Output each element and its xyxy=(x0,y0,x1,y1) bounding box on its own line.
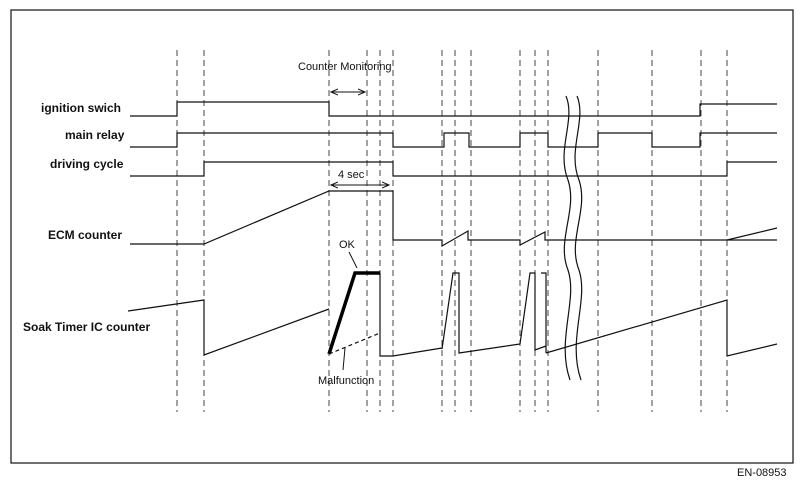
waveform-main-relay xyxy=(130,132,777,148)
waveform-soak-timer-ok xyxy=(327,271,380,355)
label-malfunction: Malfunction xyxy=(318,375,374,387)
waveform-ecm-counter xyxy=(130,190,777,248)
waveform-soak-timer-pulse-3 xyxy=(541,272,547,353)
label-ignition-switch: ignition swich xyxy=(41,101,121,115)
waveform-ecm-counter-rise xyxy=(726,227,778,241)
diagram-border xyxy=(10,9,794,464)
label-ecm-counter: ECM counter xyxy=(48,228,122,242)
figure-code: EN-08953 xyxy=(737,467,787,479)
time-break-symbol xyxy=(563,95,583,381)
waveform-soak-timer-malfunction xyxy=(328,332,381,355)
malfunction-leader xyxy=(342,347,346,371)
waveform-soak-timer-pulse-2 xyxy=(519,272,547,351)
label-main-relay: main relay xyxy=(65,128,125,142)
time-markers xyxy=(176,50,728,412)
label-driving-cycle: driving cycle xyxy=(50,157,124,171)
waveform-soak-timer xyxy=(127,299,330,356)
label-soak-timer: Soak Timer IC counter xyxy=(23,320,150,334)
label-4-sec: 4 sec xyxy=(338,169,365,181)
ok-leader xyxy=(348,251,358,269)
waveform-ignition-switch xyxy=(130,101,777,117)
label-ok: OK xyxy=(339,239,356,251)
waveform-soak-timer-after xyxy=(379,273,443,357)
waveform-soak-timer-pulse-1 xyxy=(441,272,521,354)
waveform-driving-cycle xyxy=(130,161,777,177)
label-counter-monitoring: Counter Monitoring xyxy=(298,61,392,73)
waveform-soak-timer-ramp xyxy=(545,299,778,357)
